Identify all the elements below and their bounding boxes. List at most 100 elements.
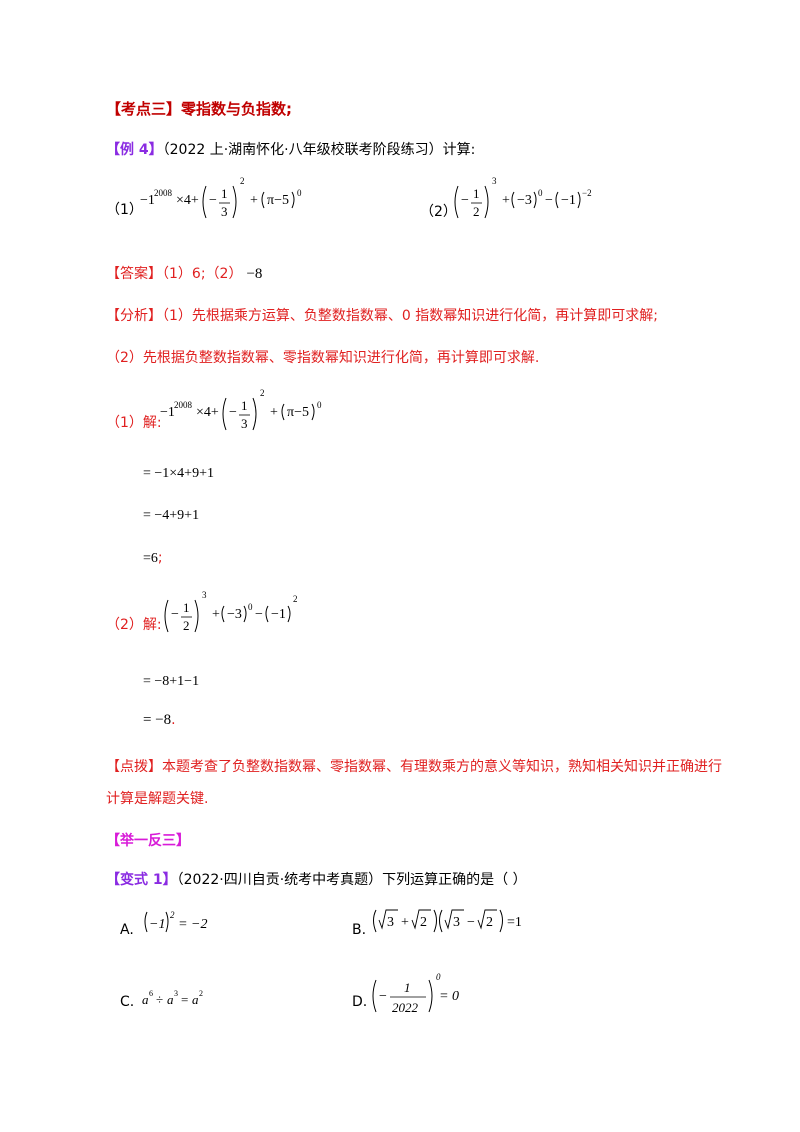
svg-text:π−5: π−5 <box>267 193 289 208</box>
svg-text:−: − <box>379 989 387 1004</box>
svg-text:−: − <box>255 607 263 622</box>
svg-text:a: a <box>142 992 149 1007</box>
svg-text:3: 3 <box>202 590 207 600</box>
solution-2-expression: − 1 2 3 + −3 0 − −1 2 <box>164 590 298 633</box>
svg-text:−: − <box>229 405 237 420</box>
svg-text:2: 2 <box>420 915 427 930</box>
example-source: （2022 上·湖南怀化·八年级校联考阶段练习）计算: <box>162 142 476 158</box>
svg-text:0: 0 <box>317 400 322 410</box>
solution-1-expression: −1 2008 ×4+ − 1 3 2 + π−5 0 <box>160 388 322 431</box>
svg-text:π−5: π−5 <box>287 405 309 420</box>
tip-line-1: 【点拨】本题考查了负整数指数幂、零指数幂、有理数乘方的意义等知识，熟知相关知识并… <box>106 756 722 776</box>
svg-text:1: 1 <box>241 398 248 413</box>
svg-text:−: − <box>467 915 475 930</box>
svg-text:6: 6 <box>149 989 153 998</box>
svg-text:2: 2 <box>199 989 203 998</box>
svg-text:+: + <box>270 405 278 420</box>
option-b-expression: 3 + 2 3 − 2 =1 <box>373 909 522 933</box>
solution-2-step-2: = −8. <box>143 712 176 729</box>
solution-1-step-3: =6; <box>143 550 163 567</box>
svg-text:=: = <box>440 989 448 1004</box>
option-d-expression: − 1 2022 0 = 0 <box>372 972 459 1015</box>
solution-2-step-1: = −8+1−1 <box>143 674 200 689</box>
svg-text:2022: 2022 <box>392 1000 419 1015</box>
section-heading: 【考点三】零指数与负指数; <box>106 98 292 119</box>
svg-text:+: + <box>401 915 409 930</box>
solution-1-step-2: = −4+9+1 <box>143 508 200 523</box>
svg-text:+: + <box>250 193 258 208</box>
svg-text:−: − <box>171 607 179 622</box>
option-a-expression: −1 2 = −2 <box>144 910 207 933</box>
svg-text:2: 2 <box>486 915 493 930</box>
section-title: 零指数与负指数; <box>181 100 293 118</box>
svg-text:0: 0 <box>248 602 253 612</box>
svg-text:3: 3 <box>174 989 178 998</box>
svg-text:−3: −3 <box>227 607 242 622</box>
svg-text:a: a <box>192 992 199 1007</box>
analysis-text-2: （2）先根据负整数指数幂、零指数幂知识进行化简，再计算即可求解. <box>106 350 540 366</box>
variant-label: 【变式 1】 <box>106 872 177 888</box>
analysis-label: 【分析】 <box>106 308 162 324</box>
option-c-expression: a 6 ÷ a 3 = a 2 <box>142 989 203 1007</box>
svg-text:3: 3 <box>387 915 394 930</box>
svg-text:0: 0 <box>538 188 543 198</box>
svg-text:=: = <box>179 917 187 932</box>
svg-text:−: − <box>545 193 553 208</box>
svg-text:×4+: ×4+ <box>196 405 219 420</box>
svg-text:÷: ÷ <box>156 992 163 1007</box>
svg-text:+: + <box>502 193 510 208</box>
solution-2-label: （2）解: <box>106 617 162 633</box>
analysis-line-1: 【分析】（1）先根据乘方运算、负整数指数幂、0 指数幂知识进行化简，再计算即可求… <box>106 305 658 325</box>
svg-text:−: − <box>461 193 469 208</box>
tip-label: 【点拨】 <box>106 759 162 775</box>
svg-text:−1: −1 <box>149 917 165 932</box>
svg-text:0: 0 <box>452 989 459 1004</box>
svg-text:−: − <box>209 193 217 208</box>
problem-2-label: （2） <box>420 204 457 220</box>
problem-1-label: （1） <box>106 202 143 218</box>
svg-text:3: 3 <box>492 176 497 186</box>
tip-text-2: 计算是解题关键. <box>106 791 209 807</box>
svg-text:0: 0 <box>297 188 302 198</box>
svg-text:0: 0 <box>436 972 441 982</box>
analysis-text-1: （1）先根据乘方运算、负整数指数幂、0 指数幂知识进行化简，再计算即可求解; <box>162 308 658 324</box>
svg-text:=1: =1 <box>507 915 522 930</box>
svg-text:=: = <box>181 992 188 1007</box>
svg-text:a: a <box>167 992 174 1007</box>
svg-text:−1: −1 <box>140 193 155 208</box>
svg-text:2: 2 <box>293 594 298 604</box>
svg-text:2: 2 <box>260 388 265 398</box>
svg-text:−2: −2 <box>582 188 592 198</box>
problem-1-expression: −1 2008 ×4+ − 1 3 2 + π−5 0 <box>140 176 302 219</box>
svg-text:2: 2 <box>170 910 175 920</box>
solution-1-end: ; <box>157 550 163 566</box>
answer-text: （1）6;（2） <box>162 266 243 282</box>
svg-text:3: 3 <box>241 416 248 431</box>
svg-text:1: 1 <box>221 186 228 201</box>
option-d-letter: D. <box>352 994 368 1010</box>
svg-text:−1: −1 <box>160 405 175 420</box>
svg-text:×4+: ×4+ <box>176 193 199 208</box>
option-c-letter: C. <box>120 994 135 1010</box>
option-b-letter: B. <box>352 922 367 938</box>
answer-value: −8 <box>246 266 263 282</box>
variant-header: 【变式 1】（2022·四川自贡·统考中考真题）下列运算正确的是（ ） <box>106 869 527 889</box>
svg-text:1: 1 <box>473 186 480 201</box>
solution-2-end: . <box>171 712 176 728</box>
solution-1-result: =6 <box>143 551 158 566</box>
svg-text:−3: −3 <box>517 193 532 208</box>
svg-text:2: 2 <box>473 204 480 219</box>
svg-text:3: 3 <box>453 915 460 930</box>
problem-2-expression: − 1 2 3 + −3 0 − −1 −2 <box>454 176 592 219</box>
tip-text-1: 本题考查了负整数指数幂、零指数幂、有理数乘方的意义等知识，熟知相关知识并正确进行 <box>162 759 722 775</box>
svg-text:−2: −2 <box>191 917 207 932</box>
section-bracket-label: 【考点三】 <box>106 100 182 118</box>
svg-text:−1: −1 <box>271 607 286 622</box>
svg-text:2: 2 <box>183 618 190 633</box>
option-a-letter: A. <box>120 922 134 938</box>
svg-text:−1: −1 <box>561 193 576 208</box>
solution-2-result: = −8 <box>143 712 172 728</box>
svg-text:1: 1 <box>404 980 411 995</box>
svg-text:2008: 2008 <box>154 188 173 198</box>
svg-text:2: 2 <box>240 176 245 186</box>
